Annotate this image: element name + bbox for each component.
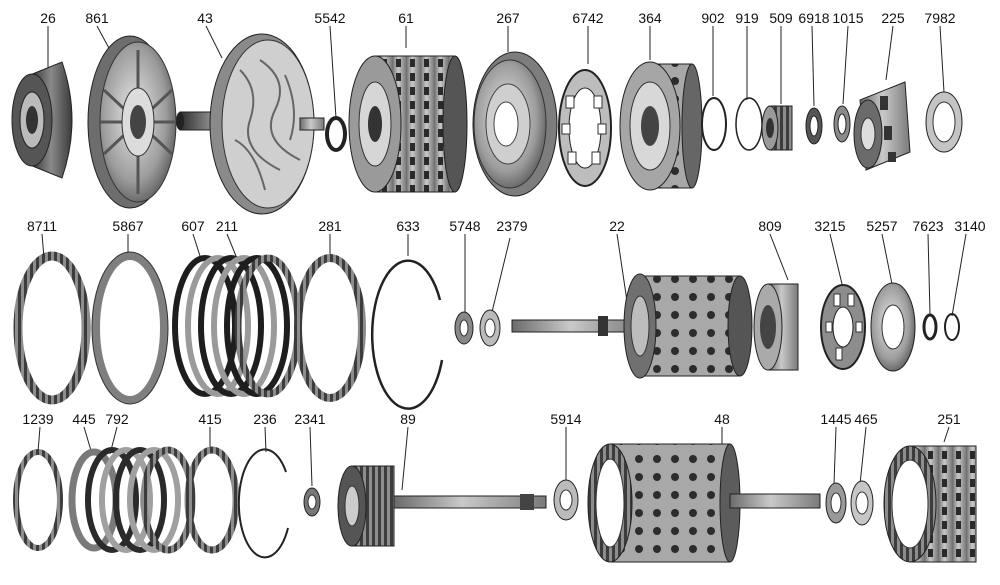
callout-919: 919 — [735, 10, 759, 26]
leader-lines-row-1 — [47, 25, 945, 119]
callout-211: 211 — [215, 218, 239, 234]
clutch-plate-icon — [91, 251, 169, 405]
callout-5914: 5914 — [550, 411, 582, 427]
clutch-plate-icon — [294, 254, 366, 402]
callout-861: 861 — [85, 10, 109, 26]
leader-lines-row-2 — [41, 233, 967, 317]
callout-415: 415 — [198, 411, 222, 427]
piston-icon — [753, 283, 799, 371]
bearing-icon — [850, 480, 874, 526]
callout-5542: 5542 — [314, 10, 346, 26]
callout-22: 22 — [609, 218, 625, 234]
return-spring-icon — [558, 69, 612, 187]
washer-icon — [833, 105, 851, 143]
callout-7982: 7982 — [924, 10, 956, 26]
snap-ring-icon — [701, 97, 727, 151]
callout-633: 633 — [396, 218, 420, 234]
callout-43: 43 — [197, 10, 213, 26]
snap-ring-icon — [237, 448, 289, 559]
callout-1239: 1239 — [22, 411, 54, 427]
washer-icon — [825, 482, 847, 524]
output-shaft-icon — [337, 465, 547, 547]
callout-1445: 1445 — [820, 411, 852, 427]
clutch-pack-icon — [172, 255, 277, 397]
washer-icon — [303, 487, 321, 517]
bearing-icon — [479, 309, 501, 347]
callout-1015: 1015 — [832, 10, 864, 26]
callout-5748: 5748 — [449, 218, 481, 234]
callout-5257: 5257 — [866, 218, 898, 234]
callout-445: 445 — [72, 411, 96, 427]
snap-ring-icon — [944, 313, 960, 341]
clutch-housing-shaft-icon — [587, 443, 821, 563]
snap-ring-icon — [735, 97, 763, 151]
callout-364: 364 — [638, 10, 662, 26]
clutch-plate-icon — [13, 449, 63, 551]
washer-icon — [805, 107, 823, 145]
callout-61: 61 — [398, 10, 414, 26]
callout-48: 48 — [714, 411, 730, 427]
input-shaft-drum-icon — [511, 273, 753, 379]
callout-2341: 2341 — [294, 411, 326, 427]
callout-465: 465 — [854, 411, 878, 427]
piston-icon — [870, 282, 916, 372]
pump-body-icon — [87, 35, 177, 209]
clutch-plate-icon — [184, 446, 240, 554]
callout-6742: 6742 — [572, 10, 604, 26]
stator-support-shaft-icon — [176, 33, 325, 215]
ring-gear-icon — [883, 445, 977, 563]
hub-icon — [619, 61, 703, 191]
callout-809: 809 — [758, 218, 782, 234]
clutch-drum-icon — [348, 55, 468, 193]
clutch-pack-icon — [85, 446, 196, 554]
callout-8711: 8711 — [26, 218, 58, 234]
callout-902: 902 — [701, 10, 725, 26]
callout-509: 509 — [769, 10, 793, 26]
callout-2379: 2379 — [496, 218, 528, 234]
callout-5867: 5867 — [112, 218, 144, 234]
callout-26: 26 — [40, 10, 56, 26]
callout-89: 89 — [400, 411, 416, 427]
washer-icon — [454, 311, 474, 345]
callout-236: 236 — [253, 411, 277, 427]
callout-267: 267 — [496, 10, 520, 26]
planet-carrier-icon — [853, 81, 911, 171]
callout-3215: 3215 — [814, 218, 846, 234]
bearing-icon — [925, 91, 963, 153]
pump-cover-icon — [11, 61, 73, 179]
snap-ring-icon — [370, 259, 444, 410]
callout-792: 792 — [105, 411, 129, 427]
piston-icon — [472, 51, 558, 197]
callout-225: 225 — [881, 10, 905, 26]
bearing-icon — [553, 479, 579, 521]
callout-251: 251 — [937, 411, 961, 427]
callout-607: 607 — [181, 218, 205, 234]
callout-3140: 3140 — [954, 218, 986, 234]
callout-281: 281 — [318, 218, 342, 234]
return-spring-icon — [820, 284, 866, 370]
gear-icon — [761, 105, 793, 151]
callout-6918: 6918 — [798, 10, 830, 26]
seal-ring-icon — [922, 313, 938, 341]
clutch-plate-icon — [13, 251, 91, 405]
callout-7623: 7623 — [912, 218, 944, 234]
seal-ring-icon — [325, 116, 347, 152]
